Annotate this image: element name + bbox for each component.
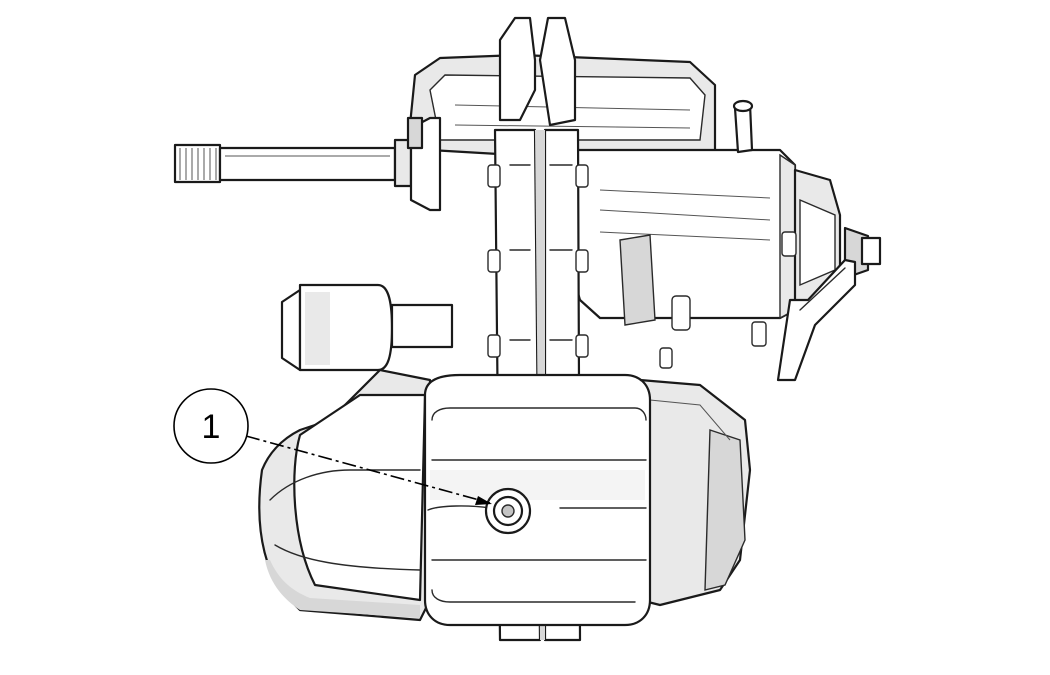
fill-plug	[484, 487, 532, 535]
lower-housing	[258, 368, 432, 622]
callout-bubble	[173, 388, 249, 464]
breather-fitting	[732, 99, 754, 154]
input-shaft	[173, 116, 442, 212]
callout-1: 1	[173, 388, 492, 505]
callout-label-1: 1	[202, 408, 221, 446]
lower-cover	[423, 373, 652, 627]
mounting-bracket	[776, 258, 857, 382]
rear-housing	[638, 378, 752, 607]
output-stub	[280, 283, 454, 372]
callout-leader-line	[245, 435, 491, 504]
flange-bolts	[487, 164, 797, 369]
callout-arrowhead	[475, 496, 492, 505]
